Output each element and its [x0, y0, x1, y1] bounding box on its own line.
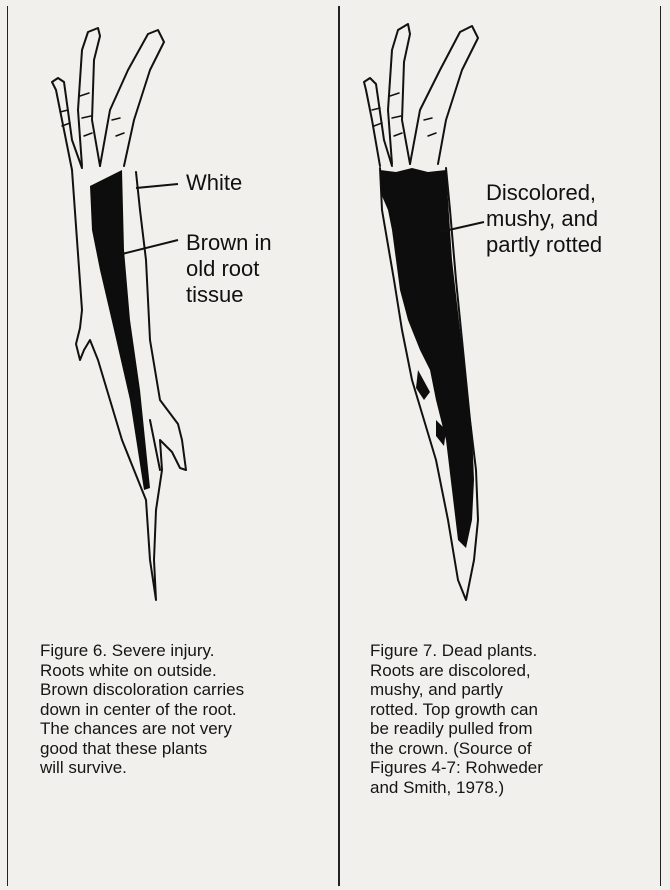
fig6-white-leader: [136, 184, 178, 188]
fig6-label-white: White: [186, 170, 242, 196]
figure7-caption: Figure 7. Dead plants. Roots are discolo…: [370, 641, 543, 797]
figure6-root-illustration: [0, 0, 340, 620]
fig7-label-discolored: Discolored, mushy, and partly rotted: [486, 180, 602, 258]
fig6-label-brown: Brown in old root tissue: [186, 230, 272, 308]
figure6-caption: Figure 6. Severe injury. Roots white on …: [40, 641, 244, 778]
fig6-brown-leader: [122, 240, 178, 254]
fig6-stem-3: [100, 30, 164, 166]
fig6-stem-2: [78, 28, 100, 166]
fig6-root-crease: [150, 420, 160, 470]
